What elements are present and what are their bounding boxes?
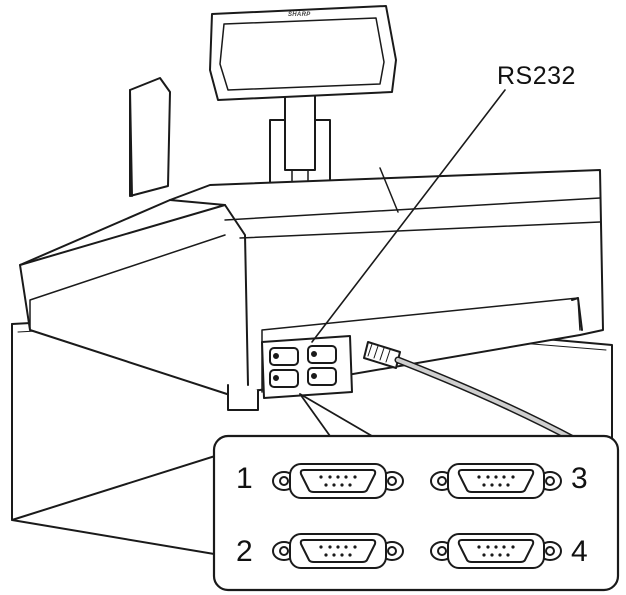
operator-display-back xyxy=(129,77,171,197)
db9-connector-3 xyxy=(430,463,562,499)
rs232-leader-line xyxy=(311,89,506,343)
port-number-3: 3 xyxy=(571,462,588,495)
register-body xyxy=(19,167,604,411)
db9-connector-4 xyxy=(430,533,562,569)
drawer-cable xyxy=(363,341,579,444)
port-number-4: 4 xyxy=(571,535,588,568)
db9-connector-1 xyxy=(272,463,404,499)
port-number-2: 2 xyxy=(236,535,253,568)
ports-inset-panel xyxy=(212,434,620,592)
rear-port-block xyxy=(261,335,353,399)
port-number-1: 1 xyxy=(236,462,253,495)
db9-connector-2 xyxy=(272,533,404,569)
rs232-label: RS232 xyxy=(497,62,576,90)
display-brand-logo: SHARP xyxy=(288,12,311,18)
customer-display xyxy=(209,5,397,196)
